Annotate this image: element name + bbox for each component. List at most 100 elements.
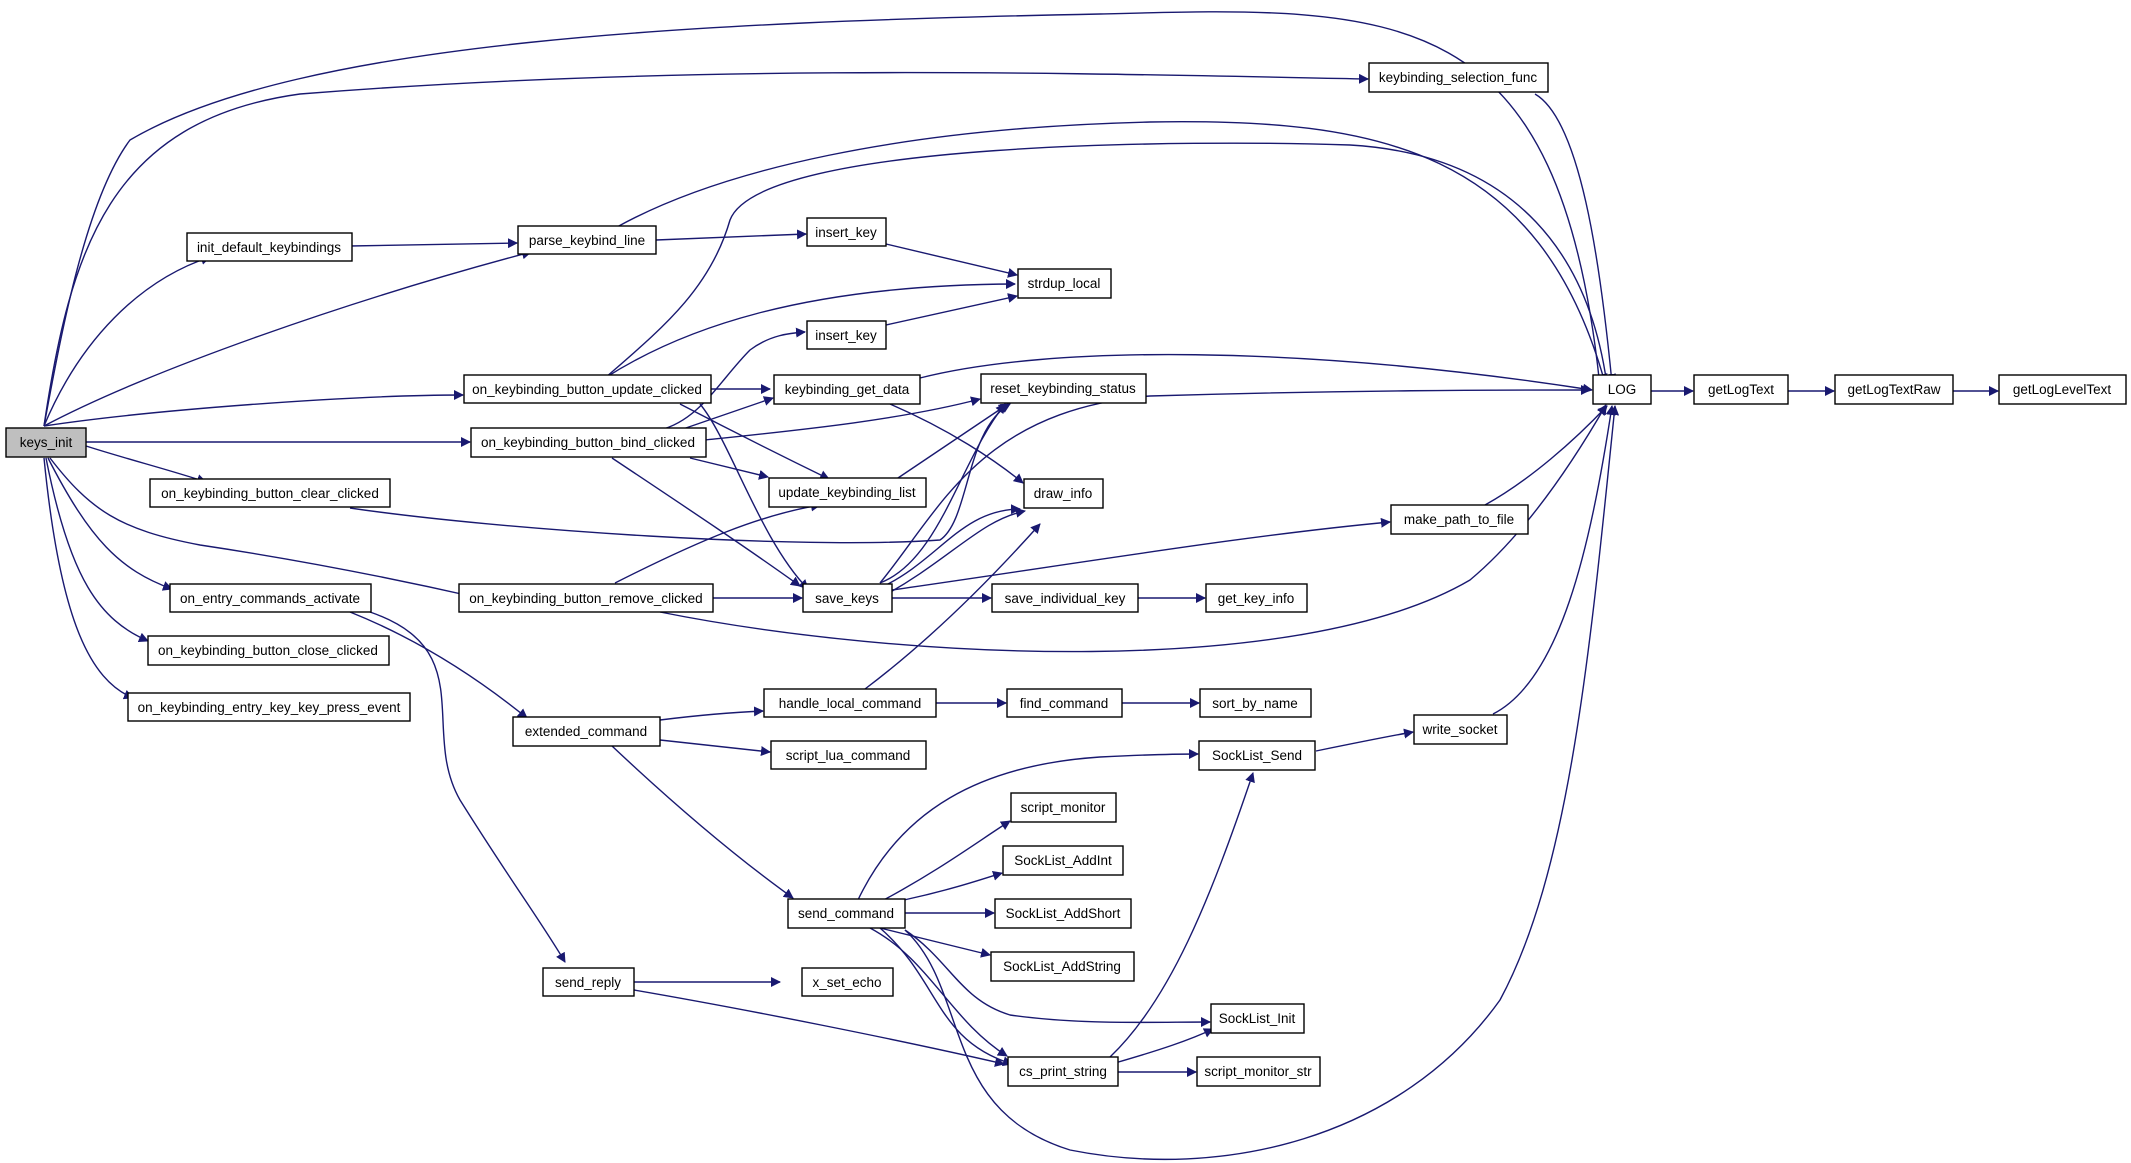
edge-save_keys-reset_keybinding_status: [879, 403, 1006, 584]
svg-text:insert_key: insert_key: [815, 328, 877, 343]
node-make-path-to-file[interactable]: make_path_to_file: [1390, 504, 1529, 535]
node-handle-local-command[interactable]: handle_local_command: [763, 688, 937, 718]
node-save-keys[interactable]: save_keys: [802, 583, 893, 613]
node-socklist-send[interactable]: SockList_Send: [1198, 740, 1316, 771]
edge-bind_clicked-keybinding_get_data: [679, 396, 774, 431]
edge-send_command-script_monitor: [879, 820, 1011, 903]
edge-insert_key2-strdup_local: [885, 293, 1018, 326]
node-cs-print-string[interactable]: cs_print_string: [1007, 1056, 1119, 1087]
svg-text:sort_by_name: sort_by_name: [1212, 696, 1298, 711]
node-reset-keybinding-status[interactable]: reset_keybinding_status: [980, 373, 1147, 404]
node-socklist-addstring[interactable]: SockList_AddString: [990, 951, 1135, 982]
node-get-log-text[interactable]: getLogText: [1693, 374, 1789, 405]
node-keybinding-selection-func[interactable]: keybinding_selection_func: [1368, 62, 1549, 93]
node-socklist-addshort[interactable]: SockList_AddShort: [994, 898, 1132, 929]
node-get-log-text-raw[interactable]: getLogTextRaw: [1834, 374, 1954, 405]
svg-text:LOG: LOG: [1608, 382, 1637, 397]
edge-make_path-LOG: [1484, 405, 1608, 506]
node-keybinding-get-data[interactable]: keybinding_get_data: [773, 374, 921, 405]
svg-text:on_keybinding_entry_key_key_pr: on_keybinding_entry_key_key_press_event: [138, 700, 401, 715]
node-keys-init[interactable]: keys_init: [5, 427, 87, 458]
edge-keys_init-parse_keybind_line: [43, 249, 532, 427]
svg-text:handle_local_command: handle_local_command: [779, 696, 922, 711]
node-init-default-keybindings[interactable]: init_default_keybindings: [186, 232, 353, 262]
edge-get_data-draw_info: [889, 403, 1024, 484]
svg-text:SockList_AddShort: SockList_AddShort: [1006, 906, 1121, 921]
edges: [43, 11, 1999, 1161]
edge-cs_print_string-SockList_Init: [1114, 1028, 1214, 1064]
node-socklist-init[interactable]: SockList_Init: [1210, 1003, 1305, 1034]
node-send-reply[interactable]: send_reply: [542, 967, 635, 997]
edge-on_entry-send_reply: [369, 611, 566, 963]
edge-clear_clicked-reset_keybinding_status: [349, 403, 1011, 544]
node-script-monitor[interactable]: script_monitor: [1010, 792, 1117, 823]
node-x-set-echo[interactable]: x_set_echo: [801, 967, 894, 997]
node-write-socket[interactable]: write_socket: [1413, 714, 1508, 745]
svg-text:make_path_to_file: make_path_to_file: [1404, 512, 1514, 527]
node-find-command[interactable]: find_command: [1006, 688, 1123, 718]
node-log[interactable]: LOG: [1592, 374, 1652, 405]
edge-parse_keybind_line-insert_key: [655, 229, 807, 241]
node-get-key-info[interactable]: get_key_info: [1205, 583, 1308, 613]
node-update-keybinding-list[interactable]: update_keybinding_list: [768, 477, 927, 508]
svg-text:extended_command: extended_command: [525, 724, 647, 739]
svg-text:on_keybinding_button_clear_cli: on_keybinding_button_clear_clicked: [161, 486, 379, 501]
edge-insert_key1-strdup_local: [885, 243, 1018, 278]
svg-text:insert_key: insert_key: [815, 225, 877, 240]
node-insert-key-1[interactable]: insert_key: [806, 217, 887, 247]
node-strdup-local[interactable]: strdup_local: [1017, 268, 1112, 299]
node-parse-keybind-line[interactable]: parse_keybind_line: [517, 225, 657, 255]
edge-send_reply-cs_print_string: [633, 989, 1005, 1067]
svg-text:SockList_Init: SockList_Init: [1219, 1011, 1296, 1026]
node-on-keybinding-entry-key-key-press-event[interactable]: on_keybinding_entry_key_key_press_event: [127, 692, 411, 722]
edge-handle_local-draw_info: [864, 523, 1041, 690]
node-on-entry-commands-activate[interactable]: on_entry_commands_activate: [169, 583, 372, 613]
node-get-log-level-text[interactable]: getLogLevelText: [1998, 374, 2127, 405]
edge-init_default-parse_keybind_line: [349, 238, 518, 249]
edge-send_command-SockList_Init: [904, 929, 1211, 1028]
node-script-monitor-str[interactable]: script_monitor_str: [1196, 1056, 1321, 1087]
node-send-command[interactable]: send_command: [787, 898, 906, 929]
svg-text:on_keybinding_button_close_cli: on_keybinding_button_close_clicked: [158, 643, 378, 658]
edge-extended-send_command: [611, 745, 794, 899]
edge-extended-script_lua: [659, 739, 771, 756]
svg-text:keys_init: keys_init: [20, 435, 73, 450]
node-socklist-addint[interactable]: SockList_AddInt: [1002, 845, 1124, 876]
edge-on_entry-extended_command: [349, 611, 528, 719]
svg-text:getLogText: getLogText: [1708, 382, 1774, 397]
node-save-individual-key[interactable]: save_individual_key: [991, 583, 1139, 613]
node-extended-command[interactable]: extended_command: [512, 716, 661, 747]
node-sort-by-name[interactable]: sort_by_name: [1199, 688, 1312, 718]
edge-bind_clicked-save_keys: [611, 457, 801, 587]
edge-update_clicked-strdup_local: [604, 279, 1016, 379]
svg-text:SockList_AddInt: SockList_AddInt: [1014, 853, 1112, 868]
edge-selection_func-LOG: [1534, 93, 1617, 384]
node-on-keybinding-button-bind-clicked[interactable]: on_keybinding_button_bind_clicked: [470, 427, 707, 458]
node-on-keybinding-button-clear-clicked[interactable]: on_keybinding_button_clear_clicked: [149, 478, 391, 508]
edge-save_keys-draw_info: [879, 504, 1021, 589]
svg-text:strdup_local: strdup_local: [1028, 276, 1101, 291]
node-on-keybinding-button-remove-clicked[interactable]: on_keybinding_button_remove_clicked: [458, 583, 714, 613]
edge-bind_clicked-insert_key2: [659, 327, 806, 431]
edge-bind_clicked-update_keybinding_list: [689, 457, 769, 480]
edge-send_command-cs_print_string: [869, 927, 1008, 1057]
node-insert-key-2[interactable]: insert_key: [806, 320, 887, 350]
node-script-lua-command[interactable]: script_lua_command: [770, 740, 927, 770]
edge-update_list-reset_keybinding_status: [894, 403, 1009, 481]
edge-get_data-LOG: [919, 353, 1593, 394]
edge-send_command-SockList_AddInt: [903, 870, 1003, 901]
edge-keys_init-clear_clicked: [85, 445, 207, 484]
edge-keys_init-close_clicked: [45, 457, 149, 642]
edge-save_keys-make_path_to_file: [891, 517, 1391, 591]
svg-text:write_socket: write_socket: [1421, 722, 1497, 737]
edge-extended-handle_local: [659, 706, 764, 721]
node-draw-info[interactable]: draw_info: [1023, 478, 1104, 509]
svg-text:x_set_echo: x_set_echo: [812, 975, 881, 990]
edge-save_keys-draw_info-2: [879, 507, 1026, 599]
edge-SockList_Send-write_socket: [1315, 728, 1414, 752]
svg-text:script_monitor: script_monitor: [1021, 800, 1106, 815]
node-on-keybinding-button-update-clicked[interactable]: on_keybinding_button_update_clicked: [463, 374, 712, 404]
svg-text:update_keybinding_list: update_keybinding_list: [778, 485, 916, 500]
svg-text:getLogLevelText: getLogLevelText: [2013, 382, 2112, 397]
node-on-keybinding-button-close-clicked[interactable]: on_keybinding_button_close_clicked: [147, 635, 390, 666]
